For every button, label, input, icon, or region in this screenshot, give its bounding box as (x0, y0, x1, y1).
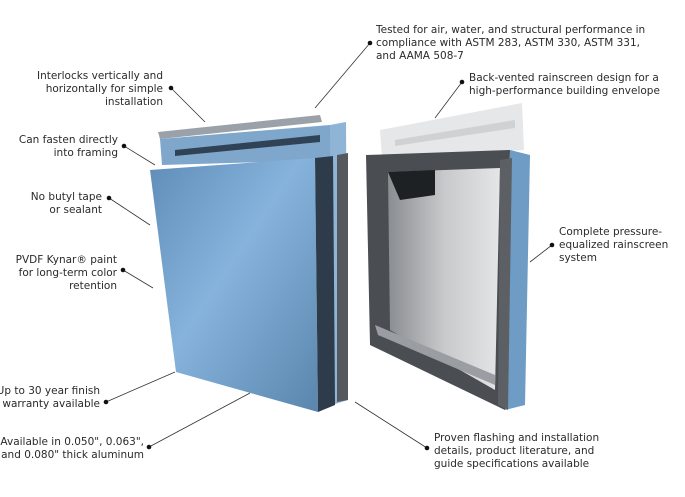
callout-tested: Tested for air, water, and structural pe… (375, 24, 645, 62)
frame-inner-recess (388, 168, 500, 390)
callout-thickness: Available in 0.050", 0.063", and 0.080" … (0, 436, 144, 461)
callout-line: high-performance building envelope (469, 85, 660, 97)
callout-line: Up to 30 year finish (0, 385, 100, 397)
callout-line: installation (105, 96, 163, 108)
callout-line: and AAMA 508-7 (376, 50, 464, 62)
front-face (150, 158, 318, 412)
callout-line: equalized rainscreen (559, 239, 668, 251)
callout-line: Can fasten directly (19, 134, 118, 146)
leader-lines (103, 40, 555, 451)
frame-bottom-rail (375, 325, 495, 385)
callout-line: No butyl tape (31, 191, 102, 203)
callout-line: compliance with ASTM 283, ASTM 330, ASTM… (376, 37, 640, 49)
callout-line: and 0.080" thick aluminum (1, 449, 144, 461)
callout-line: Available in 0.050", 0.063", (0, 436, 144, 448)
callout-line: for long-term color (19, 267, 118, 279)
callout-interlocks: Interlocks vertically and horizontally f… (37, 70, 163, 108)
edge-flange-gray (337, 153, 348, 402)
callout-line: Proven flashing and installation (434, 432, 599, 444)
callout-fasten: Can fasten directly into framing (19, 134, 118, 159)
callout-line: Interlocks vertically and (37, 70, 163, 82)
callout-warranty: Up to 30 year finish warranty available (0, 385, 100, 410)
callout-line: horizontally for simple (46, 83, 163, 95)
callout-line: Complete pressure- (559, 226, 662, 238)
callout-proven: Proven flashing and installation details… (434, 432, 599, 470)
callout-line: or sealant (49, 204, 102, 216)
callout-line: system (559, 252, 597, 264)
callout-line: Tested for air, water, and structural pe… (375, 24, 645, 36)
callout-backvented: Back-vented rainscreen design for a high… (469, 72, 660, 97)
callout-pressure: Complete pressure- equalized rainscreen … (559, 226, 668, 264)
callout-line: into framing (54, 147, 118, 159)
back-panel-strip (175, 135, 320, 156)
callout-line: warranty available (2, 398, 100, 410)
callout-line: details, product literature, and (434, 445, 594, 457)
edge-return-dark (315, 156, 335, 412)
right-panel-assembly (366, 103, 530, 410)
interlock-top-rail (158, 115, 322, 139)
callout-butyl: No butyl tape or sealant (31, 191, 102, 216)
blue-edge-return (505, 150, 530, 410)
frame-dark-corner (388, 170, 435, 200)
callout-line: PVDF Kynar® paint (16, 254, 117, 266)
left-panel-assembly (150, 115, 348, 412)
callout-line: Back-vented rainscreen design for a (469, 72, 659, 84)
rainscreen-top-shadow (395, 120, 515, 146)
callout-line: retention (69, 280, 117, 292)
gray-edge-flange (498, 158, 512, 410)
callout-pvdf: PVDF Kynar® paint for long-term color re… (16, 254, 118, 292)
callout-line: guide specifications available (434, 458, 589, 470)
